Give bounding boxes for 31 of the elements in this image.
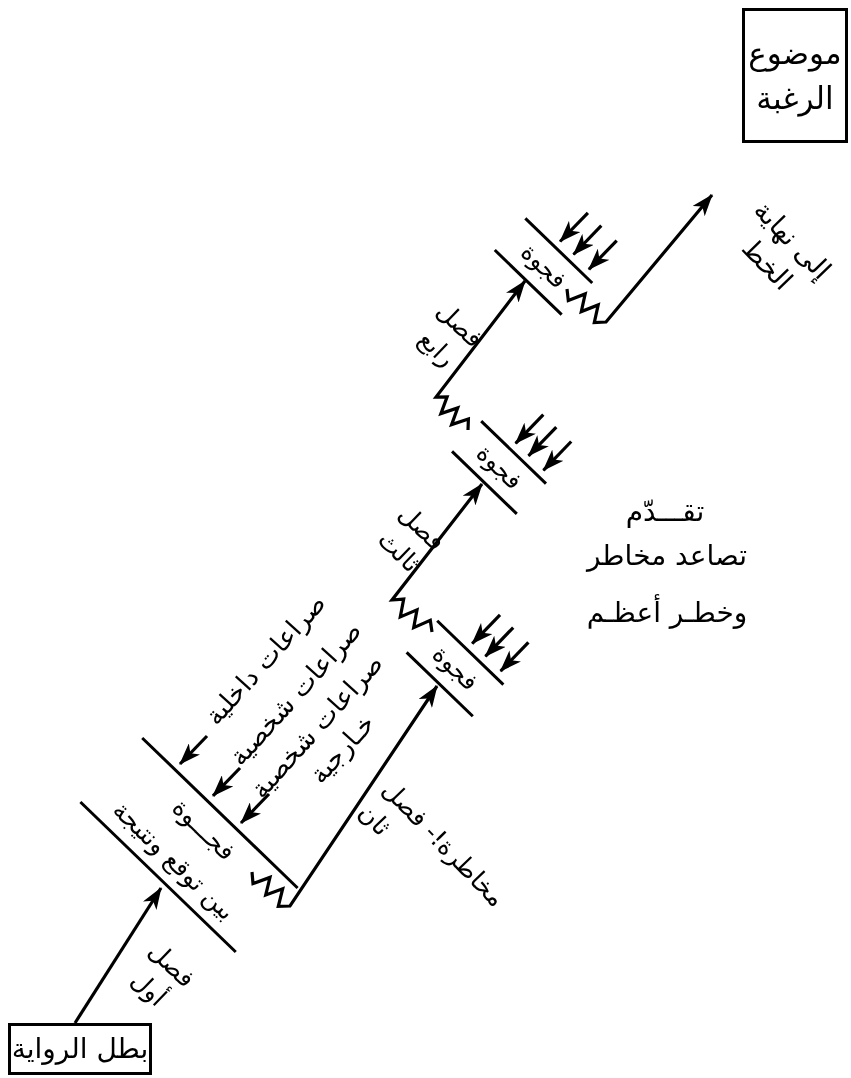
gap-band (493, 216, 593, 316)
pressure-arrow (499, 641, 530, 673)
edge-label: مخاطرة!- فصل ثان (353, 774, 512, 915)
gap-band (405, 619, 505, 717)
note-text: تصاعد مخاطر وخطـر أعظـم (584, 538, 749, 631)
zigzag-arrow (388, 483, 484, 633)
goal-box: موضوع الرغبة (742, 8, 848, 143)
arrow (239, 792, 271, 825)
pressure-arrow (587, 239, 618, 271)
pressure-arrow (572, 224, 603, 256)
edge-label: فصل أول (124, 935, 202, 1014)
pressure-arrow (527, 426, 558, 457)
gap-label: فجوة (427, 640, 483, 696)
end-label: إلى نهاية الخط (707, 179, 851, 325)
gap-band (451, 419, 547, 515)
hero-box: بطل الرواية (8, 1023, 152, 1075)
gap-label: فجوة (471, 439, 527, 495)
pressure-arrow (558, 211, 590, 243)
arrow (211, 766, 242, 797)
pressure-arrow (484, 626, 515, 658)
pressure-arrow (471, 613, 502, 645)
edge-label: فصل رابع (412, 295, 490, 375)
zigzag-arrow (432, 280, 527, 431)
note-heading: تقـــدّم (624, 493, 706, 530)
zigzag-arrow (250, 685, 439, 908)
pressure-arrow (514, 413, 545, 445)
pressure-arrow (542, 440, 573, 472)
zigzag-arrow (565, 193, 714, 325)
arrow (178, 734, 209, 766)
arrow (73, 887, 163, 1024)
gap-label: فجوة (515, 238, 571, 294)
